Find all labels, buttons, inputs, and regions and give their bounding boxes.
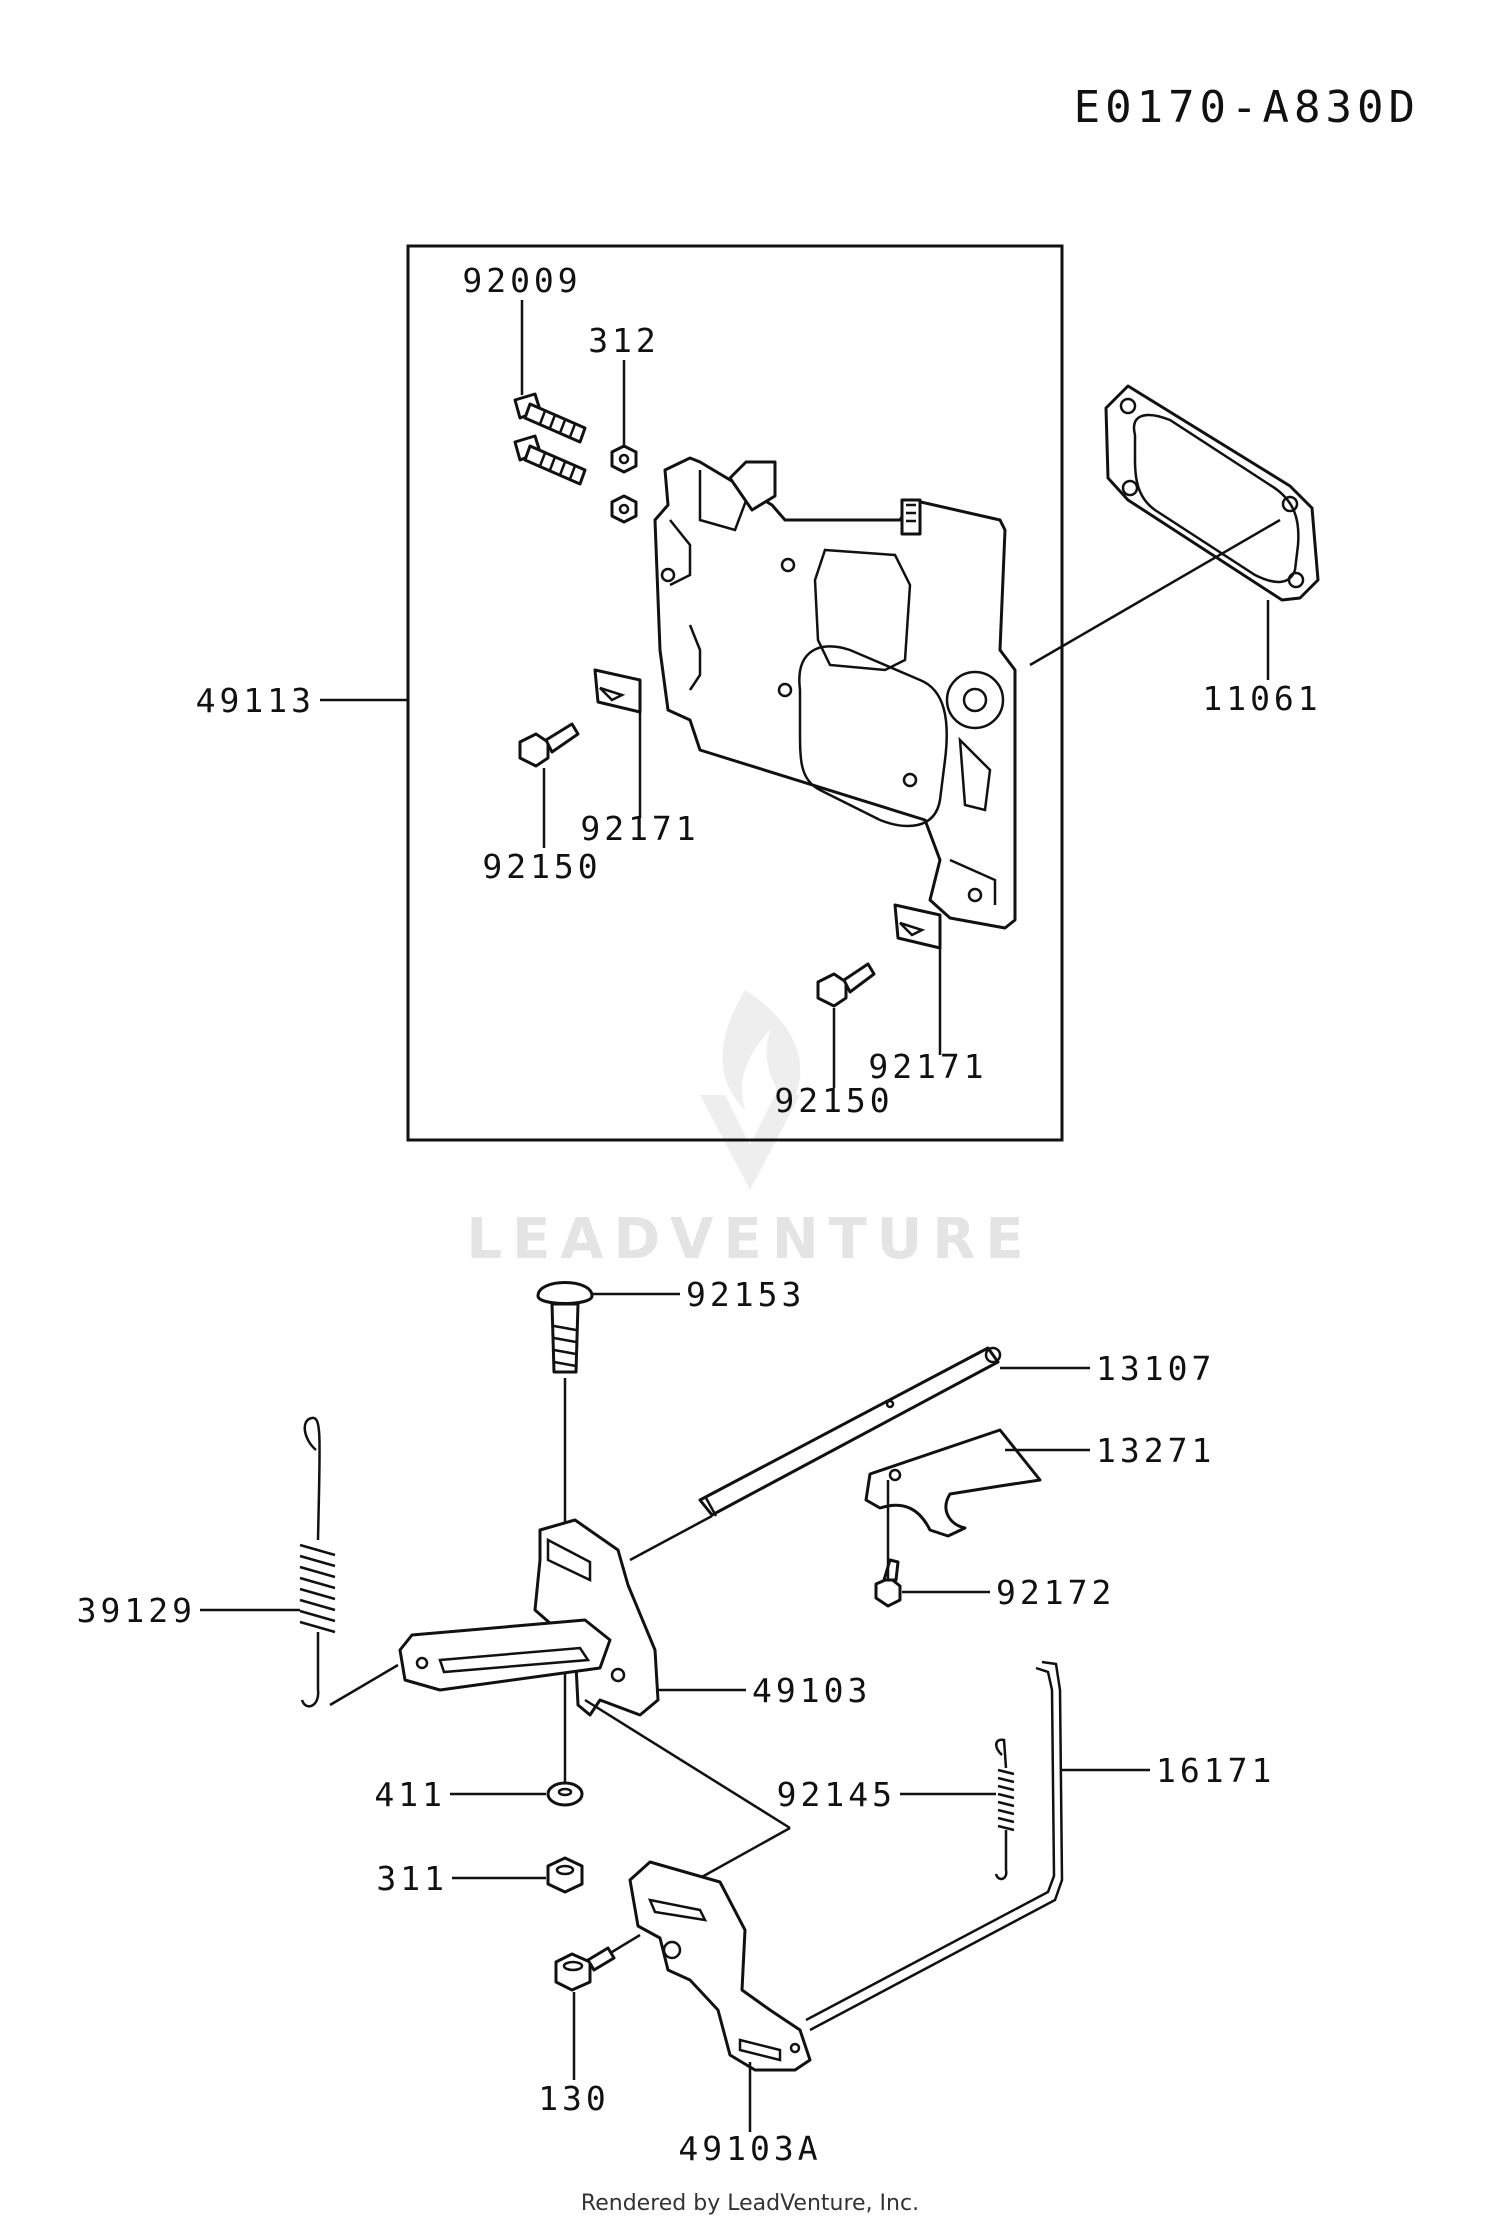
assembly-frame-49113 (406, 244, 1064, 1142)
carriage-bolt-92153 (536, 1281, 594, 1374)
callout-92150-left: 92150 (482, 847, 601, 886)
callout-49103: 49103 (752, 1671, 871, 1710)
callout-92153: 92153 (686, 1275, 805, 1314)
callout-92172: 92172 (996, 1573, 1115, 1612)
lever-49103A (628, 1860, 812, 2072)
clip-92171-right (893, 903, 942, 950)
gasket (1104, 384, 1320, 602)
bolt-92009-lower (513, 434, 587, 486)
callout-49103A: 49103A (678, 2129, 821, 2168)
control-bracket-plate (653, 456, 1017, 930)
spring-92145 (994, 1738, 1015, 1881)
nut-311 (546, 1856, 584, 1894)
callout-13271: 13271 (1096, 1431, 1215, 1470)
callout-92150-right: 92150 (774, 1081, 893, 1120)
clip-92171-left (593, 668, 642, 714)
callout-312: 312 (588, 321, 660, 360)
bolt-92009-upper (513, 392, 587, 444)
callout-39129: 39129 (77, 1591, 196, 1630)
callout-92009: 92009 (462, 261, 581, 300)
callout-11061: 11061 (1202, 679, 1321, 718)
callout-16171: 16171 (1156, 1751, 1275, 1790)
bolt-130 (554, 1946, 616, 1992)
callout-92171-right: 92171 (868, 1047, 987, 1086)
callout-311: 311 (376, 1859, 448, 1898)
bolt-92150-left (518, 722, 580, 768)
spring-39129 (299, 1416, 336, 1708)
footer-text: Rendered by LeadVenture, Inc. (581, 2191, 919, 2216)
callout-130: 130 (538, 2079, 610, 2118)
plate-13271 (864, 1428, 1042, 1538)
leadventure-logo-watermark (700, 990, 801, 1190)
washer-411 (546, 1781, 584, 1807)
lever-49103 (398, 1518, 660, 1717)
shaft-13107 (698, 1346, 1002, 1517)
callout-13107: 13107 (1096, 1349, 1215, 1388)
nut-312-lower (610, 494, 638, 524)
diagram-code: E0170-A830D (1074, 82, 1420, 133)
watermark-text: LEADVENTURE (466, 1207, 1033, 1272)
nut-312-upper (610, 444, 638, 474)
callout-92171-left: 92171 (580, 809, 699, 848)
callout-411: 411 (374, 1775, 446, 1814)
bolt-92150-right (816, 962, 876, 1008)
rod-16171 (805, 1660, 1064, 2032)
callout-92145: 92145 (777, 1775, 896, 1814)
screw-92172 (874, 1558, 902, 1608)
callout-49113: 49113 (196, 681, 315, 720)
